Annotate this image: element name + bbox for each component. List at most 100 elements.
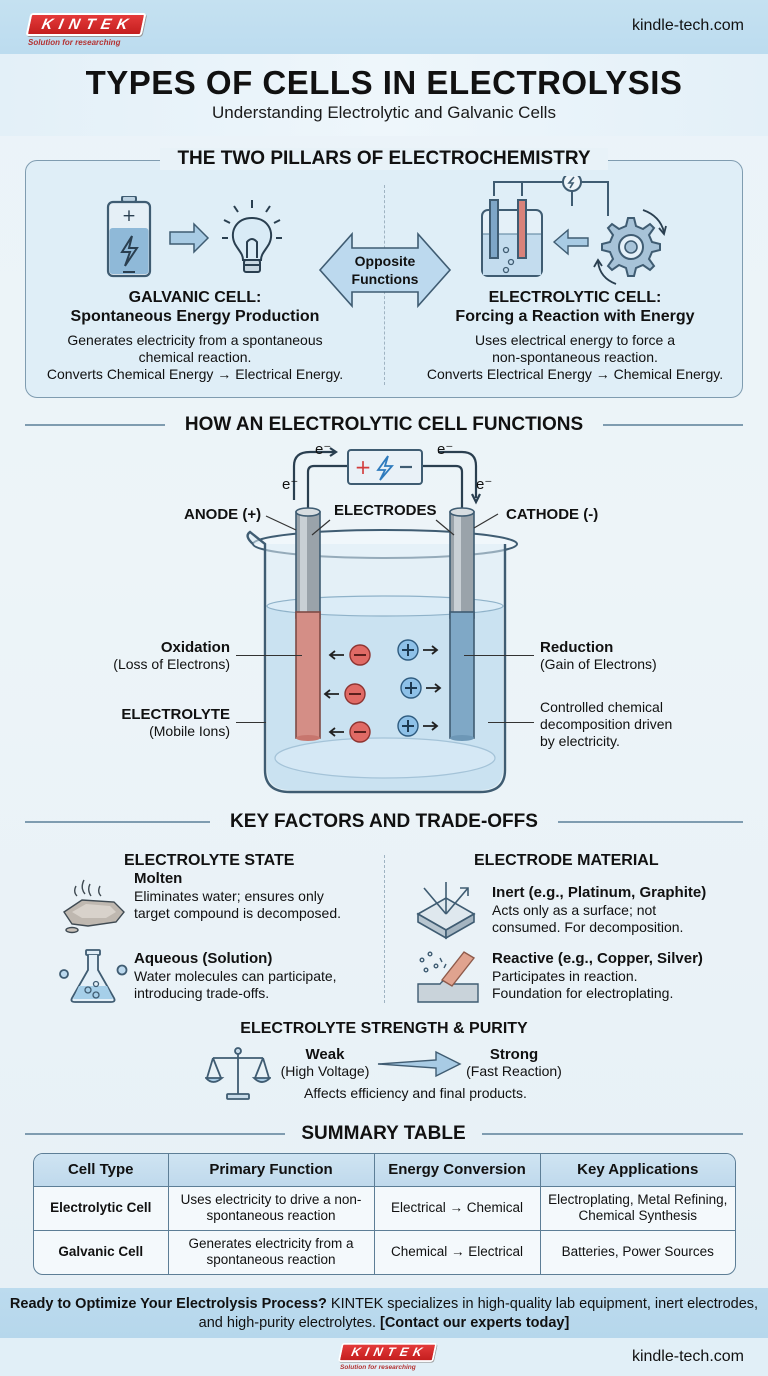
reactive-electrode-item: Reactive (e.g., Copper, Silver) Particip… — [492, 950, 703, 1001]
electrolyte-state-heading: ELECTROLYTE STATE — [124, 852, 295, 869]
column-header: Cell Type — [34, 1154, 169, 1187]
decomposition-note: Controlled chemical decomposition driven… — [540, 699, 673, 749]
electron-label: e⁻ — [437, 441, 454, 458]
section-rule-right — [482, 1133, 743, 1135]
table-cell: Electrical → Chemical — [374, 1186, 541, 1231]
cation-icons — [397, 639, 442, 737]
inert-surface-icon — [416, 882, 476, 940]
light-bulb-icon — [222, 200, 282, 273]
anode-electrode — [295, 507, 321, 741]
table-cell: Electroplating, Metal Refining, Chemical… — [540, 1186, 735, 1231]
section-rule-right — [603, 424, 743, 426]
gear-icon — [593, 209, 667, 285]
arrow-left-icon — [552, 228, 589, 256]
cta-text: Ready to Optimize Your Electrolysis Proc… — [0, 1295, 768, 1333]
svg-text:+: + — [122, 206, 136, 226]
section-rule-left — [25, 424, 165, 426]
column-header: Key Applications — [540, 1154, 735, 1187]
table-cell: Chemical → Electrical — [374, 1230, 541, 1274]
cathode-electrode — [449, 507, 475, 741]
electrolytic-icons — [481, 176, 667, 285]
svg-text:+: + — [355, 455, 372, 479]
opposite-functions-label: Opposite Functions — [351, 253, 419, 287]
electrolytic-title-block: ELECTROLYTIC CELL: Forcing a Reaction wi… — [420, 288, 730, 326]
footer-logo-text: KINTEK — [337, 1343, 437, 1362]
factors-section-title: KEY FACTORS AND TRADE-OFFS — [230, 811, 538, 832]
table-row: Electrolytic Cell Uses electricity to dr… — [34, 1186, 735, 1231]
summary-section-title: SUMMARY TABLE — [301, 1123, 466, 1144]
reduction-label: Reduction (Gain of Electrons) — [540, 639, 657, 672]
logo-text: KINTEK — [25, 13, 147, 36]
electrodes-label: ELECTRODES — [334, 502, 437, 519]
galvanic-subtitle: Spontaneous Energy Production — [70, 308, 320, 325]
aqueous-item: Aqueous (Solution) Water molecules can p… — [134, 950, 337, 1001]
electrolyte-label: ELECTROLYTE (Mobile Ions) — [121, 706, 230, 739]
strong-label: Strong (Fast Reaction) — [466, 1046, 562, 1079]
footer-logo-tagline: Solution for researching — [340, 1363, 416, 1371]
galvanic-icons: + — [106, 196, 282, 278]
section-rule-left — [25, 821, 210, 823]
inert-electrode-item: Inert (e.g., Platinum, Graphite) Acts on… — [492, 884, 707, 935]
galvanic-title: GALVANIC CELL: — [128, 289, 262, 306]
table-cell: Galvanic Cell — [34, 1230, 169, 1274]
power-symbol-icon — [562, 176, 609, 216]
page-title: TYPES OF CELLS IN ELECTROLYSIS — [85, 64, 683, 101]
electrode-material-icons — [416, 882, 479, 1003]
site-link[interactable]: kindle-tech.com — [631, 17, 744, 34]
section-rule-right — [558, 821, 743, 823]
battery-icon: + — [106, 196, 152, 278]
oxidation-leader — [236, 655, 302, 657]
summary-table: Cell Type Primary Function Energy Conver… — [33, 1153, 736, 1275]
electrolyte-leader — [236, 722, 266, 724]
electrolytic-cell-diagram: + — [246, 447, 518, 794]
cta-body: KINTEK specializes in high-quality lab e… — [198, 1296, 759, 1331]
table-cell: Batteries, Power Sources — [561, 1244, 714, 1260]
electrolyte-state-icons — [59, 879, 128, 1003]
note-leader — [488, 722, 534, 724]
balance-scale-icon — [205, 1047, 271, 1100]
contact-experts-link[interactable]: [Contact our experts today] — [380, 1315, 570, 1331]
pillars-section-title: THE TWO PILLARS OF ELECTROCHEMISTRY — [160, 148, 608, 170]
footer-site-link[interactable]: kindle-tech.com — [631, 1348, 744, 1365]
strength-note: Affects efficiency and final products. — [304, 1085, 527, 1101]
table-row: Galvanic Cell Generates electricity from… — [34, 1230, 735, 1274]
table-header-row: Cell Type Primary Function Energy Conver… — [34, 1154, 735, 1187]
opposite-functions-arrow-icon — [318, 231, 452, 309]
cathode-label: CATHODE (-) — [506, 506, 599, 523]
table-cell: Electrolytic Cell — [34, 1186, 169, 1231]
beaker-electrodes-icon — [481, 181, 573, 277]
reactive-electrode-icon — [417, 951, 479, 1003]
column-header: Primary Function — [168, 1154, 375, 1187]
section-rule-left — [25, 1133, 285, 1135]
logo-tagline: Solution for researching — [28, 38, 121, 47]
flask-icon — [59, 949, 128, 1003]
electrolytic-subtitle: Forcing a Reaction with Energy — [455, 308, 695, 325]
cta-headline: Ready to Optimize Your Electrolysis Proc… — [9, 1296, 327, 1312]
cta-band — [0, 1288, 768, 1338]
galvanic-title-block: GALVANIC CELL: Spontaneous Energy Produc… — [40, 288, 350, 326]
anion-icons — [323, 644, 371, 743]
electron-label: e⁻ — [476, 476, 493, 493]
electrolytic-description: Uses electrical energy to force a non-sp… — [426, 332, 724, 382]
column-header: Energy Conversion — [374, 1154, 541, 1187]
oxidation-label: Oxidation (Loss of Electrons) — [113, 639, 230, 672]
anode-label: ANODE (+) — [184, 506, 262, 523]
electrode-material-heading: ELECTRODE MATERIAL — [474, 852, 659, 869]
table-cell: Generates electricity from a spontaneous… — [168, 1230, 375, 1274]
kintek-logo[interactable]: KINTEK Solution for researching — [25, 13, 147, 47]
galvanic-description: Generates electricity from a spontaneous… — [46, 332, 344, 382]
title-band — [0, 54, 768, 136]
page-subtitle: Understanding Electrolytic and Galvanic … — [212, 103, 556, 122]
weak-label: Weak (High Voltage) — [280, 1046, 370, 1079]
power-source-icon: + — [347, 449, 423, 485]
electron-label: e⁻ — [282, 476, 299, 493]
electrolytic-title: ELECTROLYTIC CELL: — [488, 289, 662, 306]
weak-to-strong-arrow-icon — [377, 1050, 462, 1078]
footer-kintek-logo[interactable]: KINTEK Solution for researching — [337, 1343, 437, 1371]
electron-label: e⁻ — [315, 441, 332, 458]
strength-heading: ELECTROLYTE STRENGTH & PURITY — [240, 1020, 528, 1037]
table-cell: Uses electricity to drive a non-spontane… — [168, 1186, 375, 1231]
arrow-right-icon — [169, 222, 210, 254]
factors-divider — [384, 855, 385, 1003]
molten-item: Molten Eliminates water; ensures only ta… — [134, 870, 342, 921]
